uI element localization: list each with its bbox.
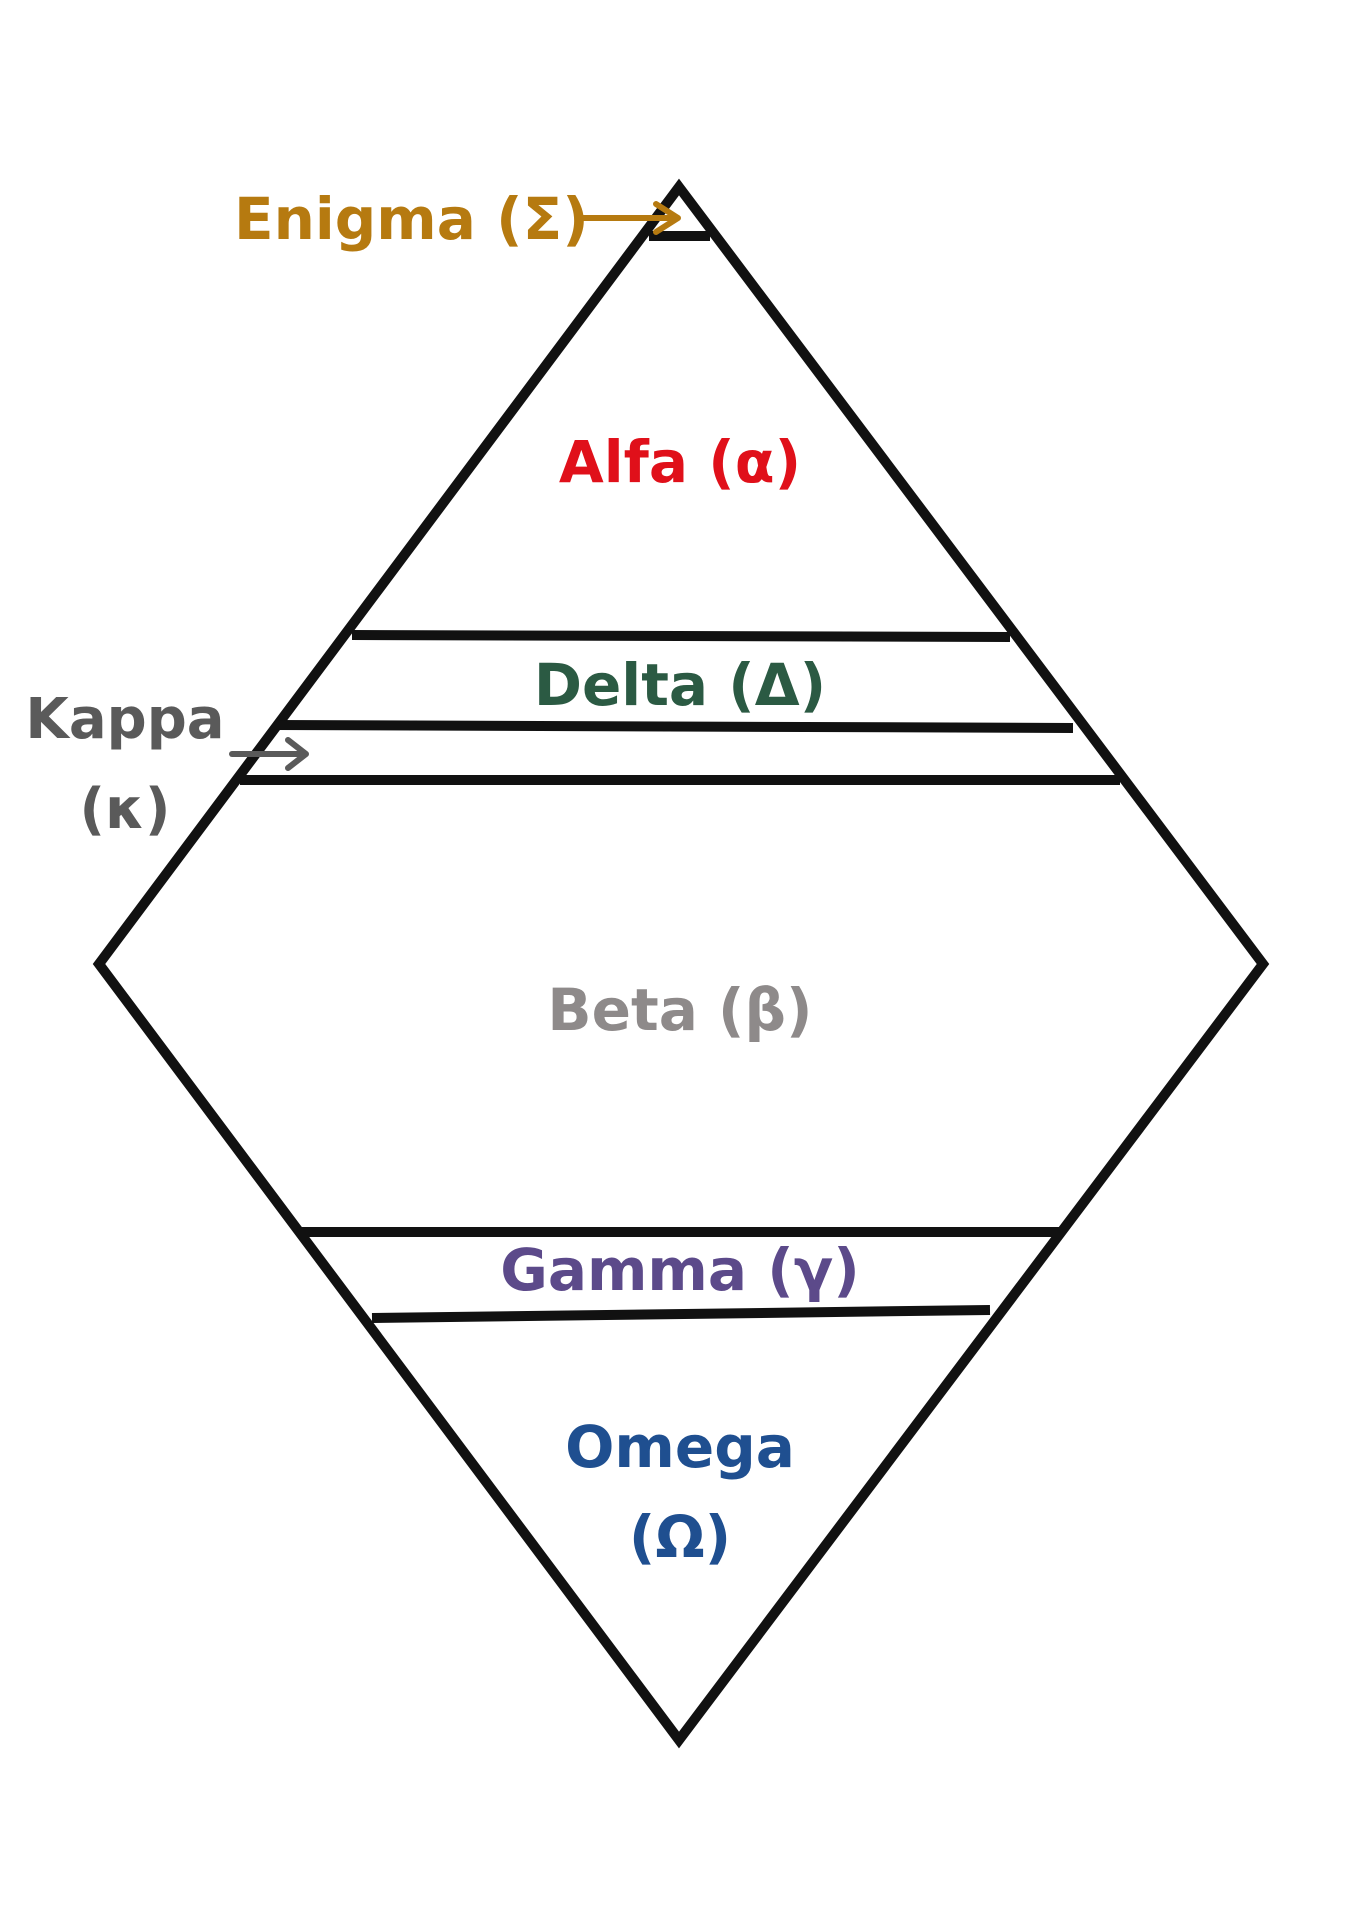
- kappa-label-line1: Kappa: [25, 687, 224, 752]
- alfa-delta-divider-line: [351, 630, 1011, 642]
- omega-label-line1: Omega: [565, 1413, 795, 1481]
- gamma-omega-divider-line: [371, 1305, 991, 1323]
- kappa-label-line2: (κ): [80, 777, 171, 842]
- gamma-label: Gamma (γ): [500, 1236, 859, 1304]
- delta-kappa-divider-line: [274, 720, 1074, 733]
- delta-label: Delta (Δ): [534, 651, 826, 719]
- alfa-label: Alfa (α): [559, 428, 801, 496]
- beta-label: Beta (β): [547, 976, 812, 1044]
- enigma-label: Enigma (Σ): [234, 185, 589, 253]
- enigma-arrow-icon: [575, 201, 681, 235]
- diamond-outline: [92, 178, 1270, 1749]
- omega-label-line2: (Ω): [629, 1503, 731, 1571]
- kappa-arrow-icon: [229, 737, 309, 771]
